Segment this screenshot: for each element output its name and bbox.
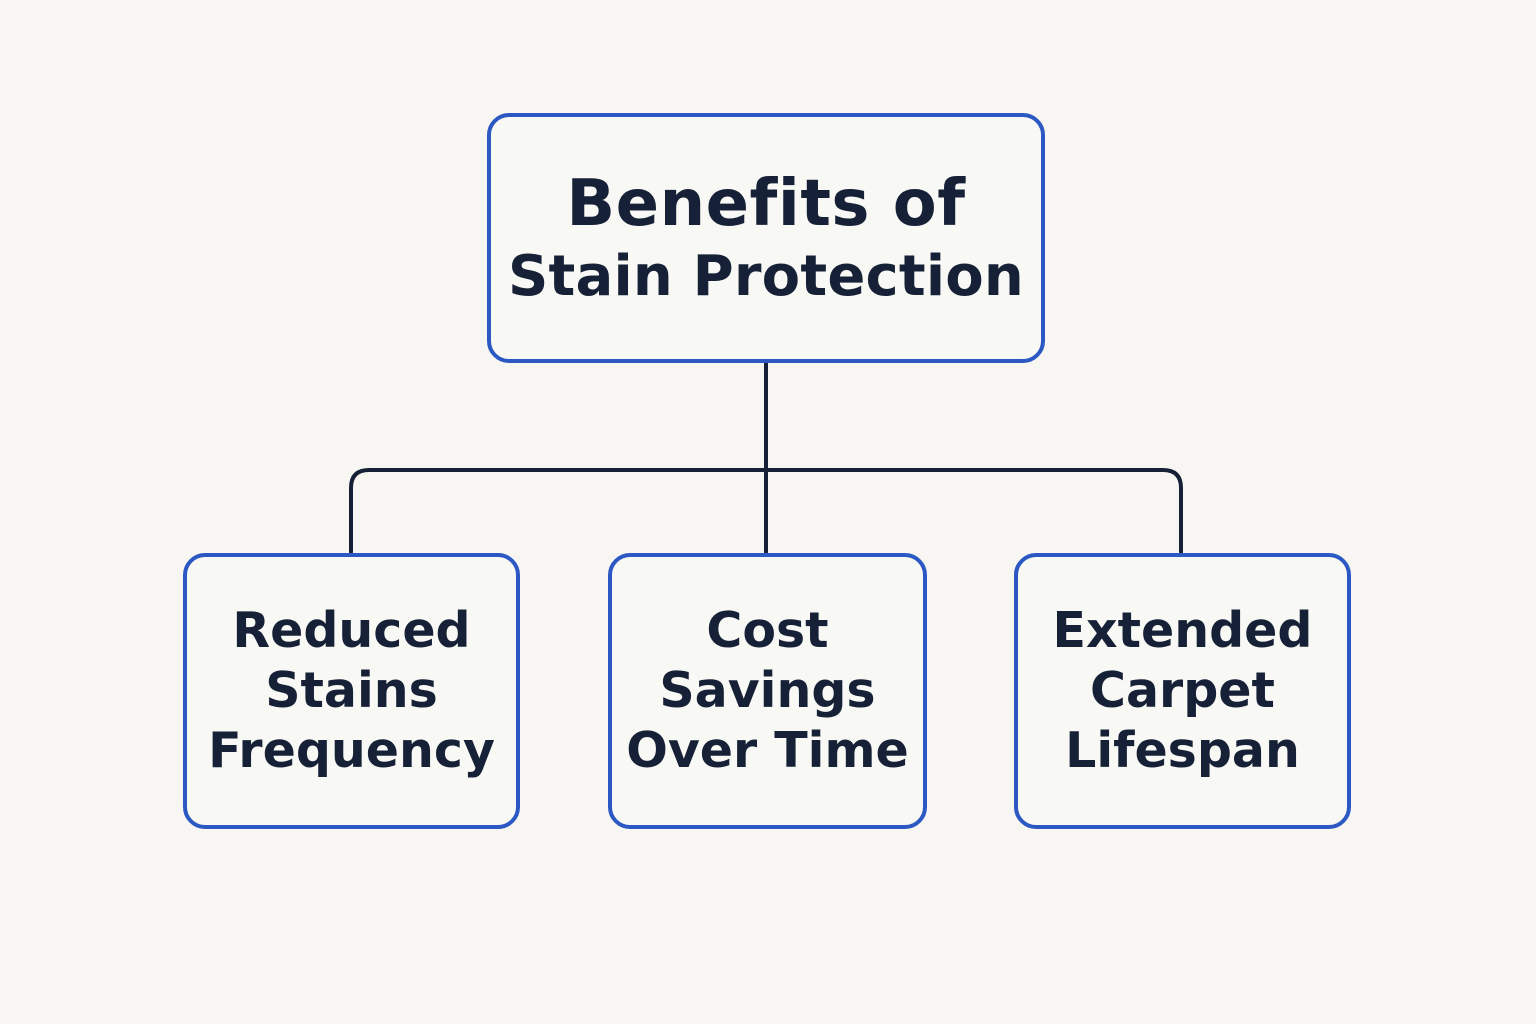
child-node-label: Extended Carpet Lifespan [1052,601,1312,780]
root-node-label: Benefits of Stain Protection [508,165,1024,311]
child-2-line-2: Savings [659,662,876,720]
horizontal-branch-connector [349,468,1183,554]
child-1-line-1: Reduced [232,602,471,660]
child-node-reduced-stains: Reduced Stains Frequency [183,553,520,829]
child-node-extended-lifespan: Extended Carpet Lifespan [1014,553,1351,829]
child-2-line-3: Over Time [626,721,909,779]
child-1-line-3: Frequency [208,721,495,779]
root-node: Benefits of Stain Protection [487,113,1045,363]
child-node-label: Cost Savings Over Time [626,601,909,780]
child-1-line-2: Stains [265,662,438,720]
child-2-line-1: Cost [706,602,829,660]
child-3-line-2: Carpet [1090,662,1275,720]
child-node-label: Reduced Stains Frequency [208,601,495,780]
child-node-cost-savings: Cost Savings Over Time [608,553,927,829]
child-3-line-1: Extended [1052,602,1313,660]
child-3-line-3: Lifespan [1065,721,1300,779]
root-label-line-1: Benefits of [566,166,966,241]
root-label-line-2: Stain Protection [507,243,1025,309]
